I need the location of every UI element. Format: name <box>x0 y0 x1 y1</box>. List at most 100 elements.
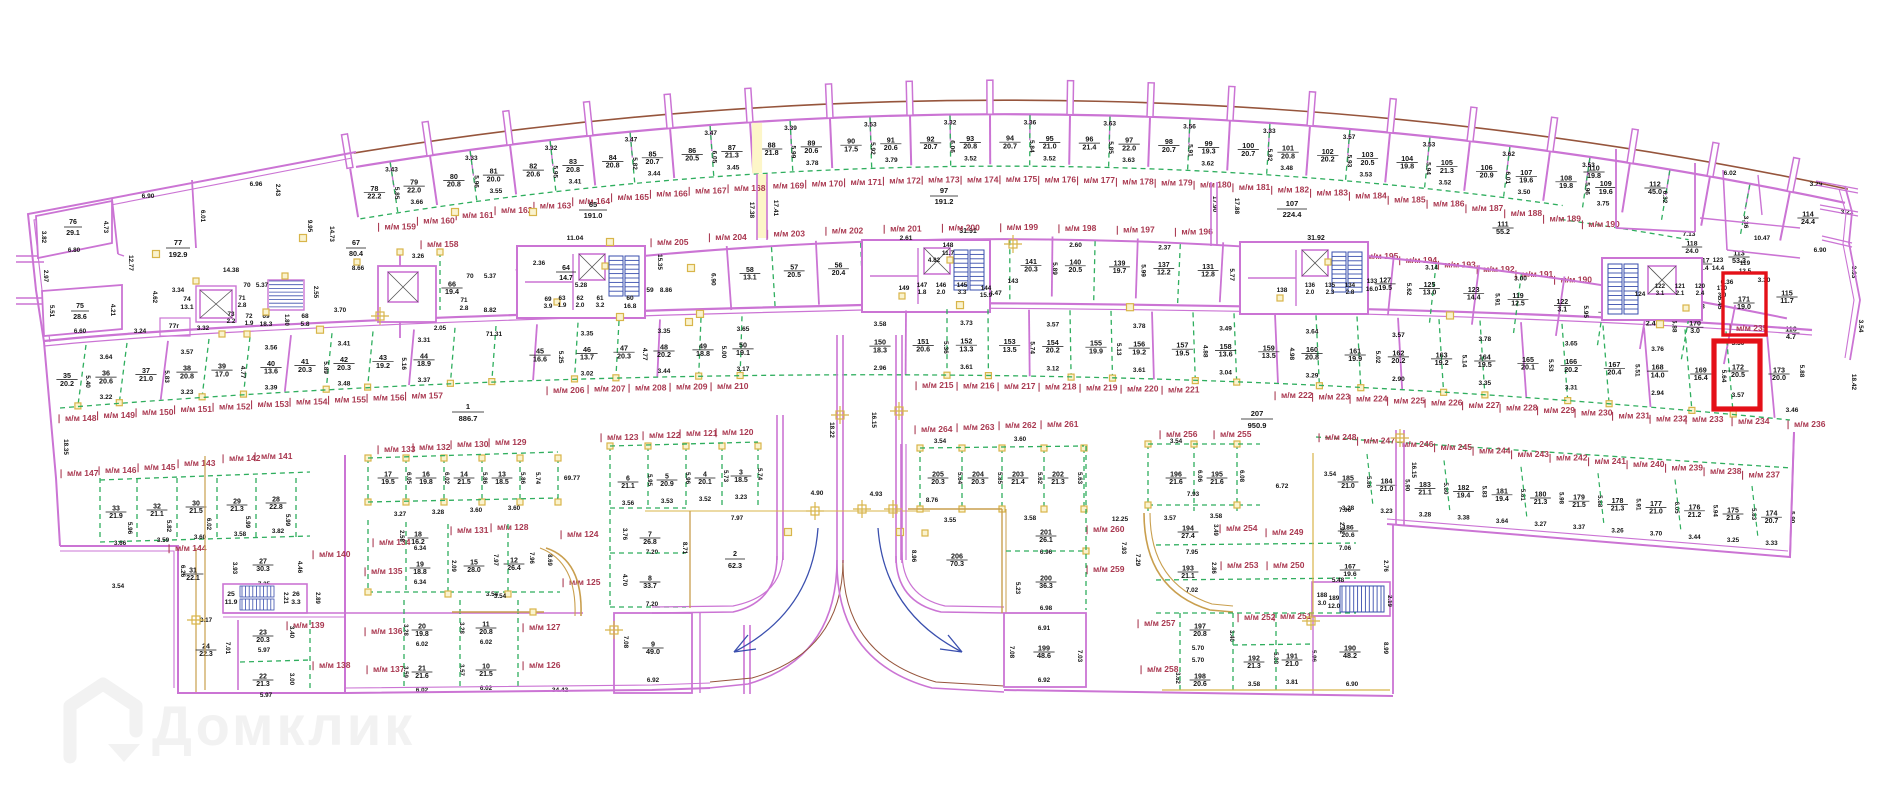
svg-text:❘ м/м 146: ❘ м/м 146 <box>96 465 137 476</box>
svg-text:21.6: 21.6 <box>1169 479 1183 486</box>
svg-text:6.90: 6.90 <box>142 193 155 200</box>
svg-text:7.03: 7.03 <box>1076 650 1083 663</box>
svg-text:21.3: 21.3 <box>256 681 270 688</box>
svg-text:7.97: 7.97 <box>731 515 744 522</box>
svg-text:154: 154 <box>1047 338 1059 347</box>
svg-text:14.0: 14.0 <box>1651 370 1665 379</box>
svg-text:20.4: 20.4 <box>1607 368 1621 377</box>
svg-text:3.27: 3.27 <box>1534 521 1547 528</box>
svg-text:19.4: 19.4 <box>1495 496 1509 503</box>
svg-text:8.69: 8.69 <box>546 554 552 566</box>
svg-text:20.8: 20.8 <box>606 161 620 170</box>
svg-text:5.84: 5.84 <box>1028 140 1035 153</box>
svg-text:21.1: 21.1 <box>150 511 164 518</box>
svg-text:170: 170 <box>1689 321 1701 328</box>
svg-text:3.02: 3.02 <box>581 371 594 378</box>
svg-text:3.55: 3.55 <box>490 188 503 195</box>
svg-text:20.2: 20.2 <box>657 350 671 359</box>
svg-text:5.99: 5.99 <box>1140 264 1147 277</box>
svg-text:5.93: 5.93 <box>1345 155 1352 168</box>
svg-text:149: 149 <box>899 285 910 292</box>
svg-text:❘ м/м 135: ❘ м/м 135 <box>362 566 403 577</box>
svg-text:20.1: 20.1 <box>1521 363 1535 372</box>
svg-text:3.37: 3.37 <box>1573 524 1586 531</box>
svg-text:20.3: 20.3 <box>617 351 631 360</box>
svg-text:❘ м/м 187: ❘ м/м 187 <box>1462 203 1503 214</box>
svg-text:3.75: 3.75 <box>1597 200 1610 207</box>
svg-text:85: 85 <box>649 149 657 158</box>
svg-text:❘ м/м 205: ❘ м/м 205 <box>648 237 689 248</box>
svg-text:5.36: 5.36 <box>942 341 949 354</box>
svg-text:7.06: 7.06 <box>1339 545 1352 552</box>
svg-text:15: 15 <box>470 560 478 567</box>
svg-text:❘ м/м 247: ❘ м/м 247 <box>1354 435 1395 446</box>
svg-text:17.5: 17.5 <box>844 144 858 153</box>
svg-text:5.74: 5.74 <box>534 472 541 485</box>
svg-text:❘ м/м 220: ❘ м/м 220 <box>1118 383 1159 394</box>
svg-text:❘ м/м 257: ❘ м/м 257 <box>1135 618 1176 629</box>
svg-text:20.6: 20.6 <box>526 169 540 178</box>
svg-text:❘ м/м 123: ❘ м/м 123 <box>598 432 639 443</box>
svg-text:3.81: 3.81 <box>1286 679 1299 686</box>
svg-text:5.64: 5.64 <box>956 472 963 485</box>
svg-text:❘ м/м 252: ❘ м/м 252 <box>1235 612 1276 623</box>
svg-text:5: 5 <box>665 474 669 481</box>
svg-text:20.5: 20.5 <box>787 272 801 279</box>
svg-text:33: 33 <box>112 506 120 513</box>
svg-text:148: 148 <box>943 242 954 249</box>
svg-text:3.47: 3.47 <box>625 137 638 144</box>
svg-text:2.90: 2.90 <box>1392 376 1405 383</box>
svg-text:14.4: 14.4 <box>1467 295 1481 302</box>
svg-text:21.0: 21.0 <box>1649 509 1663 516</box>
svg-text:29: 29 <box>233 499 241 506</box>
svg-text:20.6: 20.6 <box>884 143 898 152</box>
svg-text:3.3: 3.3 <box>291 599 301 606</box>
svg-text:71: 71 <box>238 295 246 302</box>
svg-text:Домклик: Домклик <box>152 694 415 757</box>
svg-text:20.7: 20.7 <box>646 157 660 166</box>
svg-text:20.5: 20.5 <box>1361 158 1375 167</box>
svg-text:❘ м/м 209: ❘ м/м 209 <box>667 382 708 393</box>
svg-text:13.1: 13.1 <box>743 275 757 282</box>
svg-text:❘ м/м 122: ❘ м/м 122 <box>640 430 681 441</box>
svg-text:❘ м/м 163: ❘ м/м 163 <box>530 200 571 211</box>
svg-text:20.6: 20.6 <box>1341 532 1354 539</box>
svg-text:20.8: 20.8 <box>566 165 580 174</box>
svg-text:2.2: 2.2 <box>227 318 236 325</box>
svg-text:28.6: 28.6 <box>73 314 87 321</box>
svg-text:❘ м/м 150: ❘ м/м 150 <box>133 407 174 418</box>
svg-text:20.7: 20.7 <box>1162 145 1176 154</box>
svg-text:6.96: 6.96 <box>250 181 263 188</box>
svg-text:7.93: 7.93 <box>1120 542 1127 555</box>
svg-text:83: 83 <box>569 157 577 166</box>
svg-text:❘ м/м 185: ❘ м/м 185 <box>1385 195 1426 206</box>
svg-text:145: 145 <box>957 282 968 289</box>
svg-text:175: 175 <box>1727 508 1739 515</box>
svg-text:❘ м/м 188: ❘ м/м 188 <box>1501 208 1542 219</box>
svg-text:8.86: 8.86 <box>660 287 673 294</box>
svg-text:3.63: 3.63 <box>1103 121 1116 128</box>
svg-text:❘ м/м 202: ❘ м/м 202 <box>822 226 863 237</box>
svg-text:37: 37 <box>142 366 150 375</box>
svg-text:3.54: 3.54 <box>934 438 947 445</box>
svg-text:5.98: 5.98 <box>1558 492 1565 505</box>
svg-text:127: 127 <box>1379 277 1391 284</box>
svg-text:3.41: 3.41 <box>338 341 351 348</box>
svg-text:8.96: 8.96 <box>910 550 917 563</box>
svg-text:20.9: 20.9 <box>1480 171 1494 180</box>
svg-text:138: 138 <box>1277 287 1288 294</box>
svg-text:❘ м/м 239: ❘ м/м 239 <box>1662 463 1703 474</box>
svg-text:5.96: 5.96 <box>684 472 691 485</box>
svg-text:27.4: 27.4 <box>1181 533 1195 540</box>
svg-text:3.00: 3.00 <box>288 673 295 686</box>
svg-text:3.52: 3.52 <box>1439 180 1452 187</box>
svg-text:6.90: 6.90 <box>710 273 717 286</box>
svg-text:73: 73 <box>227 311 235 318</box>
svg-text:❘ м/м 140: ❘ м/м 140 <box>310 549 351 560</box>
svg-text:70: 70 <box>243 282 251 289</box>
svg-text:113: 113 <box>1733 249 1745 258</box>
svg-text:19.5: 19.5 <box>381 479 395 486</box>
svg-text:3.1: 3.1 <box>1557 307 1567 314</box>
svg-text:22.3: 22.3 <box>199 651 213 658</box>
svg-text:7: 7 <box>648 532 652 539</box>
